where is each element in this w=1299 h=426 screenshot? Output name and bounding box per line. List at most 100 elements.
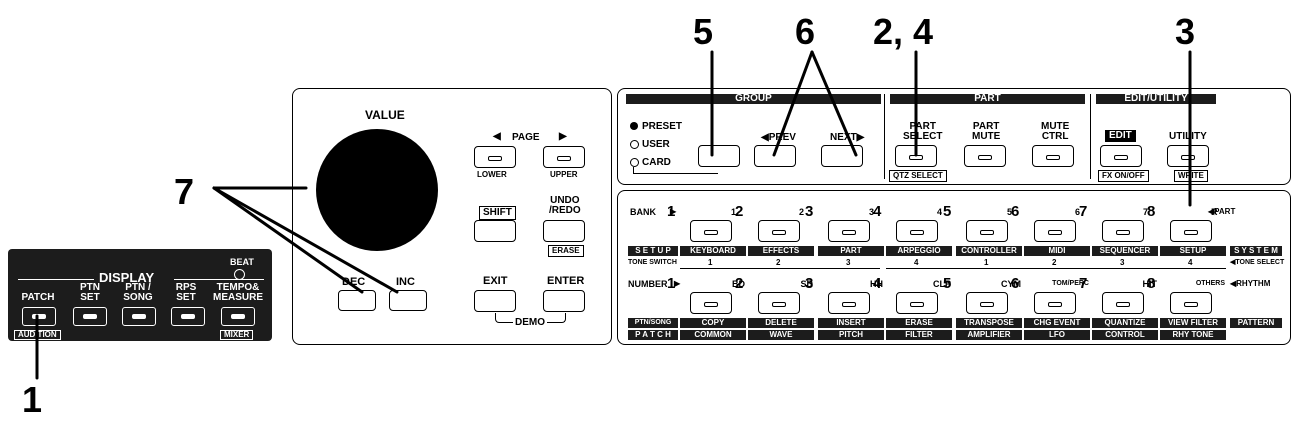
system-band-label: S Y S T E M [1230,246,1282,256]
bank-button-8[interactable] [1170,220,1212,242]
number-num-6: 6 [1011,275,1020,292]
rps-set-led [181,314,195,319]
bank-led-3 [842,230,856,235]
callout-2-4: 2, 4 [873,11,934,52]
bank-sub-3: 3 [869,207,875,217]
group-button[interactable] [698,145,740,167]
bank-sub-1: 1 [731,207,737,217]
ptn-song-button[interactable] [122,307,156,326]
bank-sub-7: 7 [1143,207,1149,217]
bank-button-5[interactable] [966,220,1008,242]
preset-label: PRESET [642,121,683,132]
tone-num-7: 3 [1120,258,1125,267]
inc-button[interactable] [389,290,427,311]
patch-item-8: RHY TONE [1160,330,1226,340]
number-button-1[interactable] [690,292,732,314]
divider-part-edit [1090,94,1091,179]
tone-num-4: 4 [914,258,919,267]
user-indicator [630,140,639,149]
bank-led-8 [1184,230,1198,235]
page-lower-button[interactable] [474,146,516,168]
edit-button[interactable] [1100,145,1142,167]
number-sub-8: OTHERS [1195,280,1225,287]
group-bracket [633,167,718,174]
setup-item-8: SETUP [1160,246,1226,256]
exit-label: EXIT [483,275,508,287]
mute-ctrl-button[interactable] [1032,145,1074,167]
patch-item-5: AMPLIFIER [956,330,1022,340]
bank-button-2[interactable] [758,220,800,242]
shift-button[interactable] [474,220,516,242]
part-mute-label: PART MUTE [972,121,1001,142]
ptn-item-7: QUANTIZE [1092,318,1158,328]
ptn-set-button[interactable] [73,307,107,326]
bank-label: BANK [630,207,656,217]
group-header: GROUP [626,94,881,104]
bank-button-1[interactable] [690,220,732,242]
tone-num-8: 4 [1188,258,1193,267]
number-led-8 [1184,302,1198,307]
number-num-1: 1 [667,275,676,292]
divider-group-part [884,94,885,179]
bank-num-5: 5 [943,203,952,220]
setup-item-7: SEQUENCER [1092,246,1158,256]
display-rule-right [174,279,264,280]
exit-button[interactable] [474,290,516,312]
value-dial[interactable] [316,129,438,251]
number-sub-6: TOM/PERC [1052,280,1089,287]
number-sub-2: SD [800,279,813,289]
number-num-2: 2 [735,275,744,292]
line-7b [212,186,364,294]
number-button-3[interactable] [828,292,870,314]
tone-num-5: 1 [984,258,989,267]
bank-num-7: 7 [1079,203,1088,220]
number-sub-5: CYM [1001,279,1021,289]
display-label-ptn-song: PTN / SONG [123,282,153,303]
patch-led [32,314,46,319]
utility-button[interactable] [1167,145,1209,167]
part-mute-button[interactable] [964,145,1006,167]
number-button-6[interactable] [1034,292,1076,314]
tempo-measure-button[interactable] [221,307,255,326]
ptn-item-4: ERASE [886,318,952,328]
undo-redo-button[interactable] [543,220,585,242]
bank-button-7[interactable] [1102,220,1144,242]
number-button-4[interactable] [896,292,938,314]
number-led-6 [1048,302,1062,307]
bank-button-6[interactable] [1034,220,1076,242]
number-button-5[interactable] [966,292,1008,314]
number-button-7[interactable] [1102,292,1144,314]
pattern-band-label: PATTERN [1230,318,1282,328]
rhythm-label: ◀RHYTHM [1230,279,1271,288]
patch-band-label: P A T C H [628,330,678,340]
display-label-rps-set: RPS SET [175,282,197,303]
enter-button[interactable] [543,290,585,312]
number-button-2[interactable] [758,292,800,314]
ptn-item-8: VIEW FILTER [1160,318,1226,328]
rps-set-button[interactable] [171,307,205,326]
tone-num-6: 2 [1052,258,1057,267]
bank-button-4[interactable] [896,220,938,242]
callout-5: 5 [693,11,714,52]
bank-sub-4: 4 [937,207,943,217]
page-upper-button[interactable] [543,146,585,168]
card-label: CARD [642,157,671,168]
user-label: USER [642,139,670,150]
number-sub-1: BD [732,279,745,289]
prev-label: ◀PREV [761,132,796,143]
number-button-8[interactable] [1170,292,1212,314]
bank-num-2: 2 [735,203,744,220]
bank-button-3[interactable] [828,220,870,242]
bank-num-8: 8 [1147,203,1156,220]
number-led-2 [772,302,786,307]
shift-label: SHIFT [479,206,516,220]
bank-led-6 [1048,230,1062,235]
patch-item-3: PITCH [818,330,884,340]
number-led-4 [910,302,924,307]
tempo-measure-led [231,314,245,319]
dec-button[interactable] [338,290,376,311]
number-led-7 [1116,302,1130,307]
patch-button[interactable] [22,307,56,326]
